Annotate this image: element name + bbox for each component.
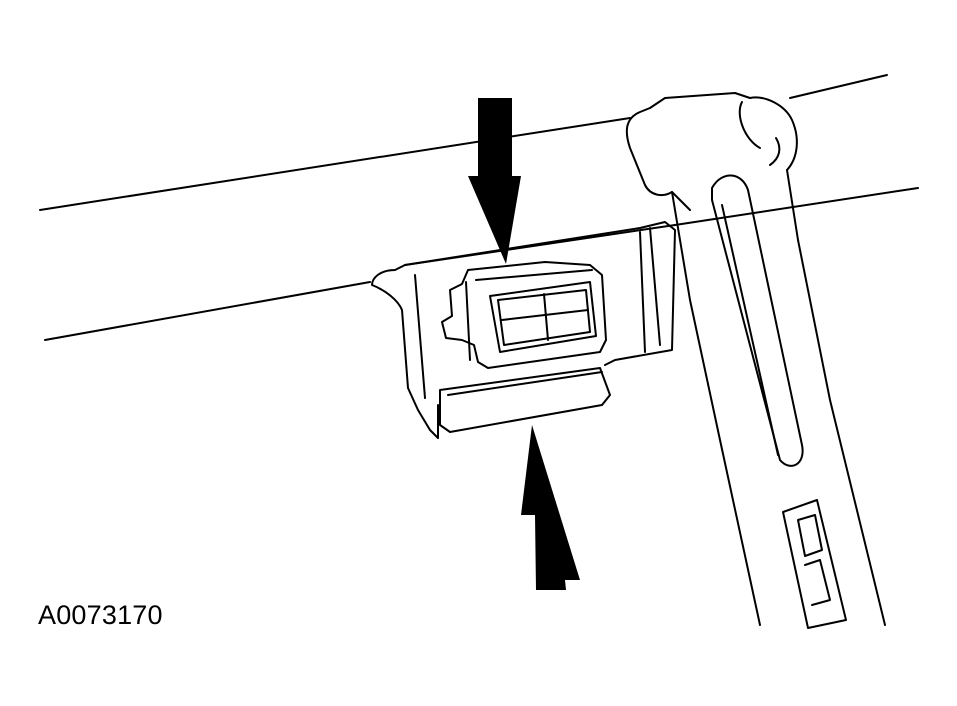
- arrow-down: [468, 98, 521, 264]
- figure-id-label: A0073170: [38, 600, 163, 630]
- upper-rail-top-line-right: [789, 74, 888, 99]
- arrow-up: [521, 425, 580, 590]
- clip-body: [371, 221, 676, 439]
- upper-rail-top-line: [39, 117, 631, 211]
- upper-rail-lower-line: [674, 187, 919, 226]
- lower-rail-line: [44, 281, 371, 341]
- slotted-strap: [625, 92, 886, 629]
- release-button: [441, 261, 607, 369]
